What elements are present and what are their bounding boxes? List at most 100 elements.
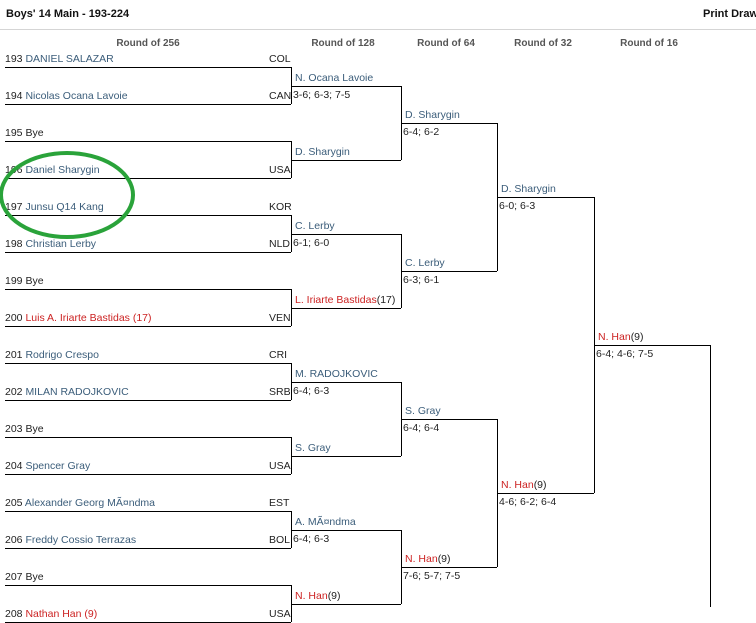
country-code: NLD	[269, 238, 291, 250]
entry-number: 202	[5, 386, 26, 398]
match-score: 4-6; 6-2; 6-4	[499, 496, 557, 508]
entry-line	[5, 363, 291, 364]
match-score: 6-4; 6-4	[403, 422, 440, 434]
winner-name[interactable]: M. RADOJKOVIC	[295, 368, 378, 380]
match-score: 6-4; 6-3	[293, 385, 330, 397]
draw-entry[interactable]: 204 Spencer Gray	[5, 460, 90, 472]
draw-entry[interactable]: 202 MILAN RADOJKOVIC	[5, 386, 129, 398]
match-winner[interactable]: C. Lerby	[405, 257, 445, 269]
draw-entry[interactable]: 199 Bye	[5, 275, 44, 287]
draw-entry[interactable]: 203 Bye	[5, 423, 44, 435]
winner-name[interactable]: N. Han	[501, 479, 534, 491]
round-header: Round of 128	[311, 38, 375, 49]
player-name[interactable]: Alexander Georg MÃ¤ndma	[24, 497, 156, 509]
winner-line	[291, 160, 401, 161]
match-winner[interactable]: C. Lerby	[295, 220, 335, 232]
match-winner[interactable]: D. Sharygin	[295, 146, 350, 158]
winner-line	[401, 419, 497, 420]
bracket-connector	[291, 437, 292, 474]
entry-number: 203	[5, 423, 26, 435]
entry-number: 200	[5, 312, 26, 324]
match-winner[interactable]: S. Gray	[295, 442, 331, 454]
match-score: 6-0; 6-3	[499, 200, 536, 212]
entry-number: 201	[5, 349, 26, 361]
entry-number: 195	[5, 127, 26, 139]
bracket-connector	[291, 585, 292, 622]
winner-line	[291, 234, 401, 235]
winner-name[interactable]: D. Sharygin	[295, 146, 350, 158]
match-winner[interactable]: S. Gray	[405, 405, 441, 417]
winner-name[interactable]: N. Ocana Lavoie	[295, 72, 374, 84]
draw-entry[interactable]: 194 Nicolas Ocana Lavoie	[5, 90, 128, 102]
match-winner[interactable]: N. Ocana Lavoie	[295, 72, 373, 84]
country-code: USA	[269, 460, 291, 472]
match-winner[interactable]: D. Sharygin	[405, 109, 460, 121]
match-winner[interactable]: D. Sharygin	[501, 183, 556, 195]
winner-name[interactable]: S. Gray	[405, 405, 441, 417]
draw-entry[interactable]: 200 Luis A. Iriarte Bastidas (17)	[5, 312, 152, 324]
draw-entry[interactable]: 208 Nathan Han (9)	[5, 608, 97, 620]
entry-line	[5, 141, 291, 142]
draw-entry[interactable]: 205 Alexander Georg MÃ¤ndma	[5, 497, 155, 509]
draw-entry[interactable]: 195 Bye	[5, 127, 44, 139]
match-score: 6-1; 6-0	[293, 237, 330, 249]
match-winner[interactable]: M. RADOJKOVIC	[295, 368, 378, 380]
bracket-connector	[291, 289, 292, 326]
entry-number: 207	[5, 571, 26, 583]
winner-name[interactable]: A. MÃ¤ndma	[295, 516, 356, 528]
entry-line	[5, 548, 291, 549]
winner-line	[401, 123, 497, 124]
player-name: Bye	[25, 423, 44, 435]
entry-line	[5, 511, 291, 512]
match-winner[interactable]: A. MÃ¤ndma	[295, 516, 356, 528]
winner-name[interactable]: D. Sharygin	[501, 183, 556, 195]
player-name[interactable]: DANIEL SALAZAR	[25, 53, 114, 65]
country-code: CRI	[269, 349, 288, 361]
match-winner[interactable]: N. Han(9)	[598, 331, 644, 343]
country-code: BOL	[269, 534, 291, 546]
match-winner[interactable]: L. Iriarte Bastidas(17)	[295, 294, 395, 306]
winner-line	[291, 382, 401, 383]
winner-line	[401, 567, 497, 568]
winner-name[interactable]: S. Gray	[295, 442, 331, 454]
match-winner[interactable]: N. Han(9)	[405, 553, 451, 565]
draw-entry[interactable]: 201 Rodrigo Crespo	[5, 349, 99, 361]
bracket-connector	[291, 141, 292, 178]
round-header: Round of 64	[417, 38, 475, 49]
winner-line	[401, 271, 497, 272]
winner-name[interactable]: C. Lerby	[295, 220, 335, 232]
match-score: 6-3; 6-1	[403, 274, 440, 286]
player-name[interactable]: Junsu Q14 Kang	[25, 201, 104, 213]
country-code: EST	[269, 497, 290, 509]
draw-entry[interactable]: 206 Freddy Cossio Terrazas	[5, 534, 136, 546]
entry-number: 193	[5, 53, 26, 65]
entry-number: 208	[5, 608, 26, 620]
winner-name[interactable]: C. Lerby	[405, 257, 445, 269]
player-name[interactable]: Freddy Cossio Terrazas	[25, 534, 137, 546]
match-winner[interactable]: N. Han(9)	[295, 590, 341, 602]
player-name[interactable]: MILAN RADOJKOVIC	[25, 386, 129, 398]
seed-number: (17)	[376, 294, 396, 306]
player-name[interactable]: Nathan Han (9)	[25, 608, 98, 620]
print-draw-link[interactable]: Print Draw	[703, 8, 756, 20]
player-name[interactable]: Rodrigo Crespo	[25, 349, 99, 361]
country-code: VEN	[269, 312, 291, 324]
draw-entry[interactable]: 198 Christian Lerby	[5, 238, 96, 250]
player-name[interactable]: Luis A. Iriarte Bastidas (17)	[25, 312, 152, 324]
draw-entry[interactable]: 197 Junsu Q14 Kang	[5, 201, 104, 213]
match-winner[interactable]: N. Han(9)	[501, 479, 547, 491]
draw-entry[interactable]: 207 Bye	[5, 571, 44, 583]
player-name[interactable]: Christian Lerby	[25, 238, 97, 250]
entry-line	[5, 437, 291, 438]
entry-line	[5, 585, 291, 586]
player-name[interactable]: Spencer Gray	[25, 460, 91, 472]
winner-name[interactable]: N. Han	[295, 590, 328, 602]
winner-name[interactable]: N. Han	[405, 553, 438, 565]
winner-name[interactable]: D. Sharygin	[405, 109, 460, 121]
winner-name[interactable]: L. Iriarte Bastidas	[295, 294, 377, 306]
highlight-ellipse	[0, 151, 135, 239]
player-name[interactable]: Nicolas Ocana Lavoie	[25, 90, 128, 102]
winner-name[interactable]: N. Han	[598, 331, 631, 343]
player-name[interactable]: Daniel Sharygin	[25, 164, 100, 176]
draw-entry[interactable]: 193 DANIEL SALAZAR	[5, 53, 114, 65]
